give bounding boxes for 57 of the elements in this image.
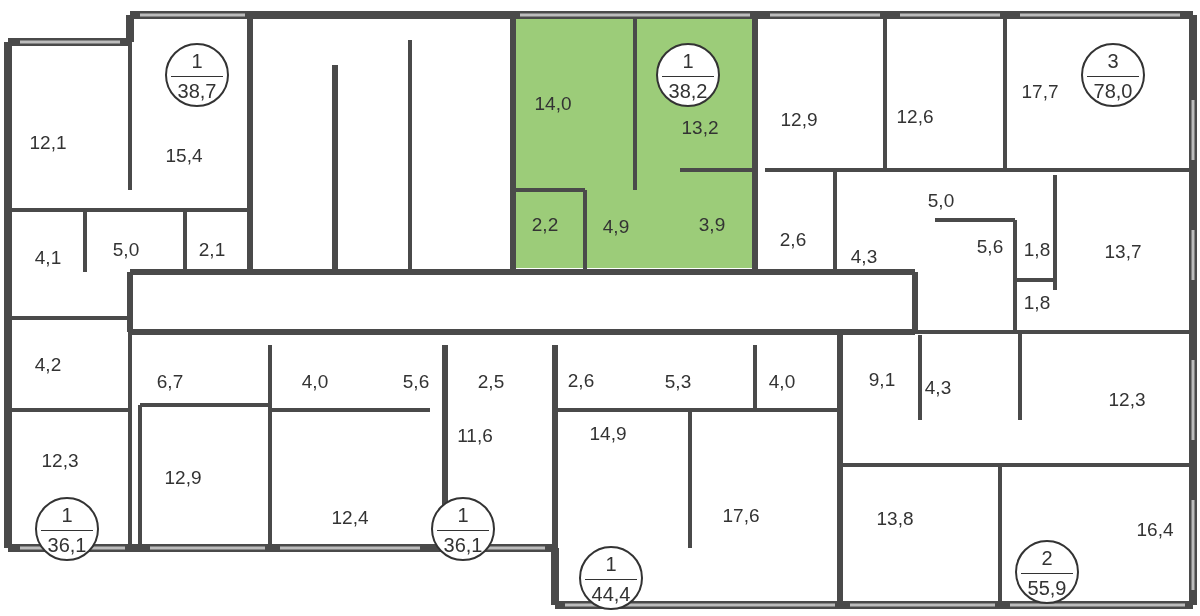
room-area-label: 14,9 — [589, 423, 627, 445]
room-area-label: 16,4 — [1136, 519, 1174, 541]
room-area-label: 12,9 — [780, 109, 818, 131]
apartment-badge — [1015, 540, 1079, 604]
room-area-label: 11,6 — [457, 425, 493, 447]
room-count: 1 — [681, 50, 695, 73]
room-area-label: 12,6 — [896, 106, 934, 128]
apartment-area: 55,9 — [1017, 577, 1077, 600]
room-area-label: 17,7 — [1021, 81, 1059, 103]
room-area-label: 2,5 — [477, 371, 505, 393]
room-count: 1 — [190, 50, 204, 73]
room-area-label: 12,9 — [164, 467, 202, 489]
room-area-label: 12,1 — [29, 132, 67, 154]
room-area-label: 5,3 — [664, 371, 692, 393]
room-area-label: 4,0 — [768, 371, 796, 393]
apartment-area: 78,0 — [1083, 80, 1143, 103]
room-area-label: 5,0 — [927, 190, 955, 212]
apartment-area: 44,4 — [581, 583, 641, 606]
apartment-badge — [165, 43, 229, 107]
room-count: 1 — [60, 504, 74, 527]
room-count: 1 — [604, 553, 618, 576]
room-area-label: 5,6 — [976, 236, 1004, 258]
apartment-badge — [1081, 43, 1145, 107]
apartment-area: 38,7 — [167, 80, 227, 103]
room-area-label: 4,3 — [924, 377, 952, 399]
room-area-label: 14,0 — [534, 93, 572, 115]
room-count: 2 — [1040, 547, 1054, 570]
room-area-label: 9,1 — [868, 369, 896, 391]
apartment-area: 36,1 — [37, 534, 97, 557]
room-area-label: 12,4 — [331, 507, 369, 529]
room-area-label: 2,2 — [531, 214, 559, 236]
room-area-label: 5,0 — [112, 239, 140, 261]
room-area-label: 2,1 — [198, 239, 226, 261]
room-area-label: 2,6 — [567, 370, 595, 392]
room-area-label: 3,9 — [698, 214, 726, 236]
room-area-label: 17,6 — [722, 505, 760, 527]
room-area-label: 12,3 — [1108, 389, 1146, 411]
apartment-area: 36,1 — [433, 534, 493, 557]
room-count: 3 — [1106, 50, 1120, 73]
room-area-label: 6,7 — [156, 371, 184, 393]
room-area-label: 1,8 — [1023, 239, 1051, 261]
room-area-label: 15,4 — [165, 145, 203, 167]
room-area-label: 4,0 — [301, 371, 329, 393]
room-area-label: 4,1 — [34, 247, 62, 269]
room-area-label: 4,3 — [850, 246, 878, 268]
room-count: 1 — [456, 504, 470, 527]
apartment-area: 38,2 — [658, 80, 718, 103]
room-area-label: 12,3 — [41, 450, 79, 472]
room-area-label: 4,9 — [602, 216, 630, 238]
room-area-label: 1,8 — [1023, 292, 1051, 314]
room-area-label: 2,6 — [779, 229, 807, 251]
room-area-label: 13,2 — [681, 117, 719, 139]
room-area-label: 4,2 — [34, 354, 62, 376]
room-area-label: 13,7 — [1104, 241, 1142, 263]
room-area-label: 5,6 — [402, 371, 430, 393]
room-area-label: 13,8 — [876, 508, 914, 530]
apartment-badge — [579, 546, 643, 610]
